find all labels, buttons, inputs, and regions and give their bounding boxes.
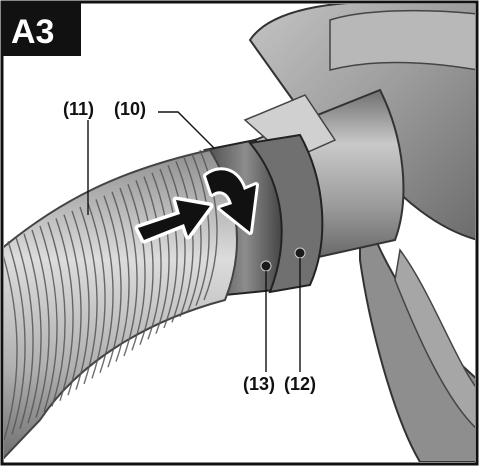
callout-10: (10): [114, 99, 146, 119]
callout-13: (13): [243, 374, 275, 394]
callout-12: (12): [284, 374, 316, 394]
blower-housing-ridge: [330, 11, 478, 70]
screw-hole-12: [295, 248, 305, 258]
callout-11: (11): [63, 99, 94, 119]
figure-badge-label: A3: [11, 13, 54, 51]
screw-hole-13: [261, 261, 271, 271]
